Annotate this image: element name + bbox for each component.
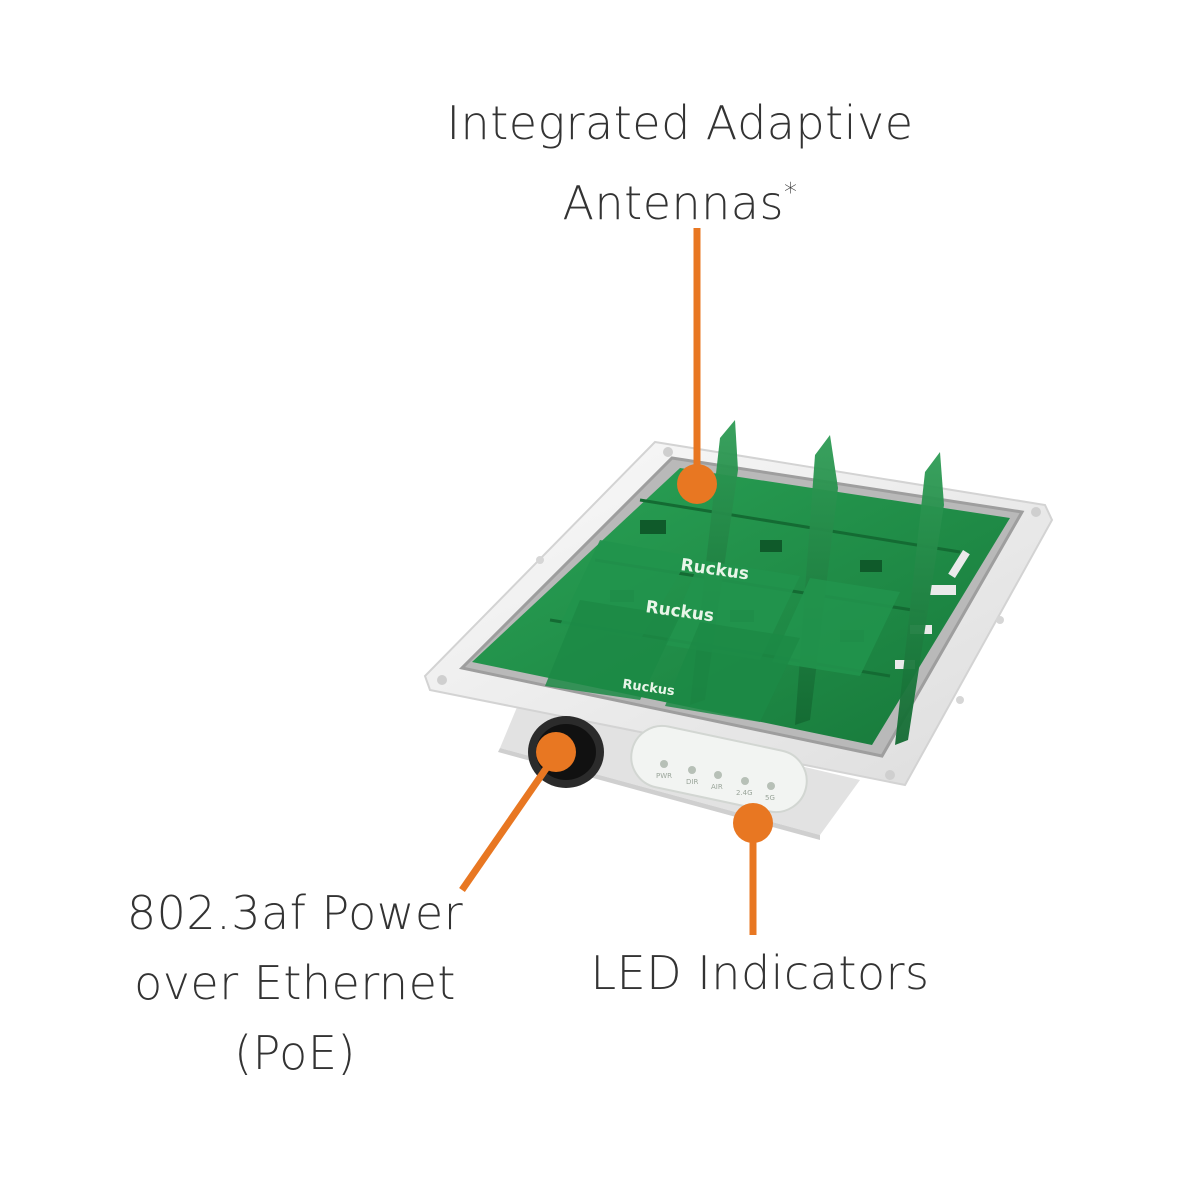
antennas-label: Integrated Adaptive Antennas* xyxy=(430,88,930,238)
led-label-air: AIR xyxy=(711,783,723,791)
led-label-24g: 2.4G xyxy=(736,789,753,797)
antennas-label-line1: Integrated Adaptive xyxy=(446,96,914,150)
led-label-dir: DIR xyxy=(686,778,698,786)
antenna-fins xyxy=(545,420,944,745)
led-label-pwr: PWR xyxy=(656,772,672,780)
poe-leader-line xyxy=(459,758,555,892)
footnote-marker: * xyxy=(783,178,798,208)
led-panel: PWR DIR AIR 2.4G 5G xyxy=(630,724,808,814)
callout-leaders xyxy=(459,228,773,935)
poe-label-line2: over Ethernet xyxy=(134,956,456,1010)
led-label: LED Indicators xyxy=(560,938,960,1008)
poe-leader-dot xyxy=(536,732,576,772)
poe-label: 802.3af Power over Ethernet (PoE) xyxy=(80,878,510,1088)
led-dot-24g xyxy=(741,777,749,785)
poe-label-line1: 802.3af Power xyxy=(126,886,464,940)
led-dot-pwr xyxy=(660,760,668,768)
led-dot-air xyxy=(714,771,722,779)
brand-mark-3: Ruckus xyxy=(621,677,675,699)
led-dot-dir xyxy=(688,766,696,774)
led-dot-5g xyxy=(767,782,775,790)
led-label-line1: LED Indicators xyxy=(590,946,930,1000)
antennas-label-line2: Antennas* xyxy=(562,176,798,230)
antennas-leader-dot xyxy=(677,464,717,504)
led-label-5g: 5G xyxy=(765,794,775,802)
poe-label-line3: (PoE) xyxy=(234,1026,356,1080)
led-leader-dot xyxy=(733,803,773,843)
